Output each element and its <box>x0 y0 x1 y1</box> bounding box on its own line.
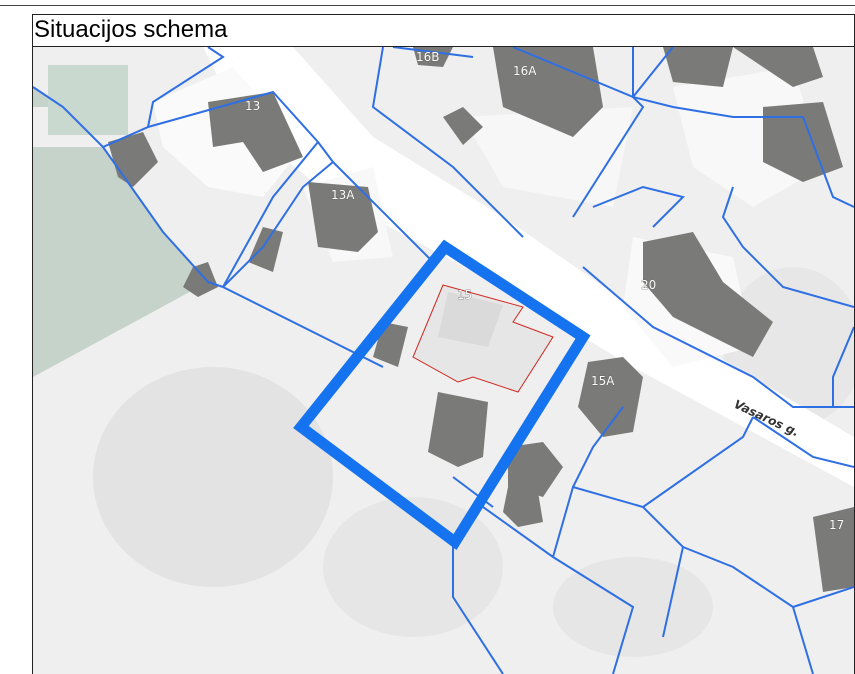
terrain-shading <box>93 267 854 657</box>
building-label-13a: 13A <box>331 188 355 202</box>
pond <box>48 65 128 135</box>
buildings <box>108 47 854 592</box>
building-label-17: 17 <box>829 518 844 532</box>
title-separator <box>32 46 855 47</box>
page-title: Situacijos schema <box>34 16 228 43</box>
map-canvas: 16B 16A 13 13A 20 15 15A 17 Vasaros g. <box>33 47 854 674</box>
highlighted-parcel[interactable] <box>293 239 591 550</box>
building-label-15a: 15A <box>591 374 615 388</box>
road-vasaros <box>203 47 854 487</box>
situation-map[interactable]: 16B 16A 13 13A 20 15 15A 17 Vasaros g. <box>33 47 854 674</box>
water-area <box>33 147 208 377</box>
top-rule <box>0 5 855 6</box>
yard-16a <box>463 107 633 207</box>
building-label-20: 20 <box>641 278 656 292</box>
building-label-16b: 16B <box>416 50 440 64</box>
building-label-13: 13 <box>245 99 260 113</box>
building-label-16a: 16A <box>513 64 537 78</box>
parcel-borders <box>33 47 854 674</box>
subject-building <box>438 292 503 347</box>
building-label-15: 15 <box>457 288 472 302</box>
